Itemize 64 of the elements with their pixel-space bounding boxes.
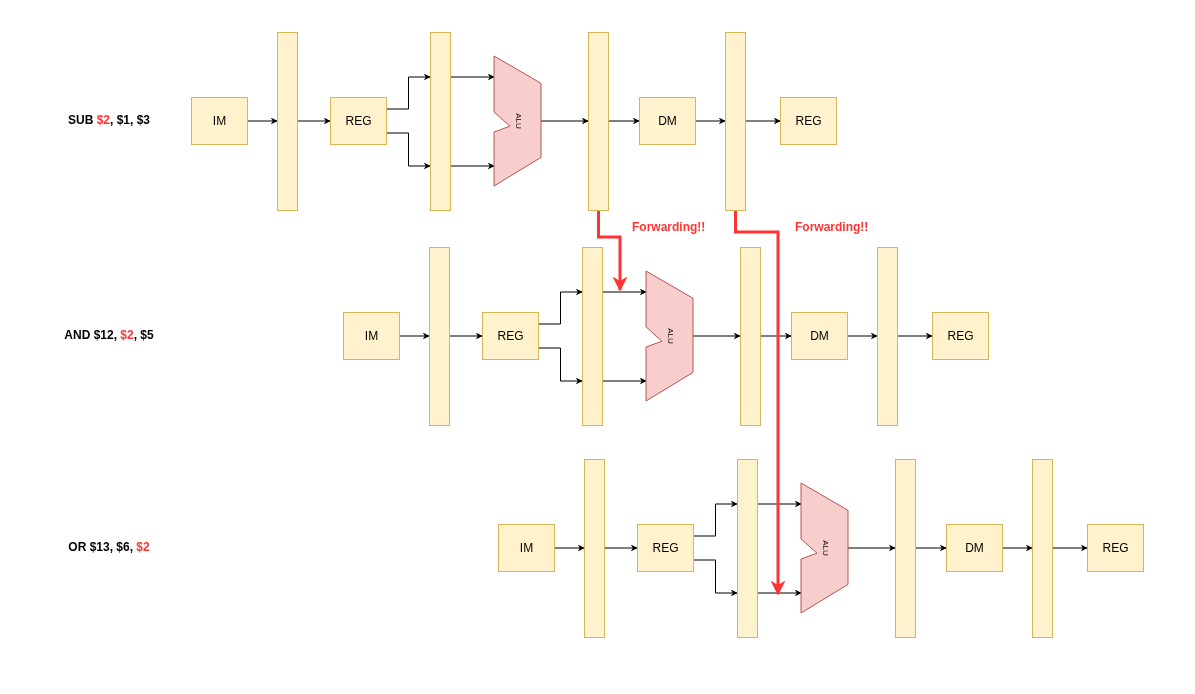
wire-arrow: [604, 544, 638, 552]
pipeline-register: [737, 459, 758, 638]
stage-box: DM: [946, 524, 1003, 572]
wire-arrow: [602, 377, 647, 385]
instruction-label: OR $13, $6, $2: [67, 540, 151, 554]
wire-arrow: [847, 332, 878, 340]
instruction-label: AND $12, $2, $5: [63, 328, 155, 342]
stage-box: REG: [1087, 524, 1144, 572]
wire-arrow: [693, 500, 738, 537]
pipeline-register: [1032, 459, 1053, 638]
instruction-label: SUB $2, $1, $3: [66, 113, 152, 127]
alu-label: ALU: [513, 113, 522, 129]
wire-arrow: [247, 117, 278, 125]
stage-box: REG: [482, 312, 539, 360]
stage-box: REG: [780, 97, 837, 145]
wire-arrow: [538, 347, 583, 385]
wire-arrow: [757, 500, 802, 508]
stage-box: IM: [498, 524, 555, 572]
wire-arrow: [449, 332, 483, 340]
wire-arrow: [1002, 544, 1033, 552]
forwarding-arrow: [597, 211, 628, 292]
wire-arrow: [692, 332, 741, 340]
pipeline-register: [584, 459, 605, 638]
wire-arrow: [450, 162, 495, 170]
stage-box: REG: [637, 524, 694, 572]
wire-arrow: [897, 332, 933, 340]
wire-arrow: [608, 117, 640, 125]
stage-box: REG: [932, 312, 989, 360]
pipeline-register: [740, 247, 761, 426]
pipeline-register: [877, 247, 898, 426]
stage-box: IM: [191, 97, 248, 145]
pipeline-register: [582, 247, 603, 426]
forwarding-arrow: [734, 211, 786, 596]
wire-arrow: [695, 117, 726, 125]
wire-arrow: [745, 117, 781, 125]
stage-box: IM: [343, 312, 400, 360]
alu-label: ALU: [665, 328, 674, 344]
wire-arrow: [847, 544, 896, 552]
stage-box: DM: [639, 97, 696, 145]
wire-arrow: [915, 544, 947, 552]
pipeline-register: [725, 32, 746, 211]
wire-arrow: [538, 288, 583, 325]
wire-arrow: [450, 73, 495, 81]
wire-arrow: [757, 589, 802, 597]
wire-arrow: [386, 132, 431, 170]
edge-label: Forwarding!!: [794, 220, 870, 234]
pipeline-register: [277, 32, 298, 211]
wire-arrow: [386, 73, 431, 110]
wire-arrow: [693, 559, 738, 597]
wire-arrow: [1052, 544, 1088, 552]
pipeline-register: [895, 459, 916, 638]
wire-arrow: [760, 332, 792, 340]
pipeline-register: [429, 247, 450, 426]
wire-arrow: [297, 117, 331, 125]
stage-box: DM: [791, 312, 848, 360]
edge-label: Forwarding!!: [631, 220, 707, 234]
stage-box: REG: [330, 97, 387, 145]
pipeline-register: [588, 32, 609, 211]
wire-arrow: [399, 332, 430, 340]
wire-arrow: [554, 544, 585, 552]
pipeline-register: [430, 32, 451, 211]
wire-arrow: [602, 288, 647, 296]
wire-arrow: [540, 117, 589, 125]
alu-label: ALU: [820, 540, 829, 556]
